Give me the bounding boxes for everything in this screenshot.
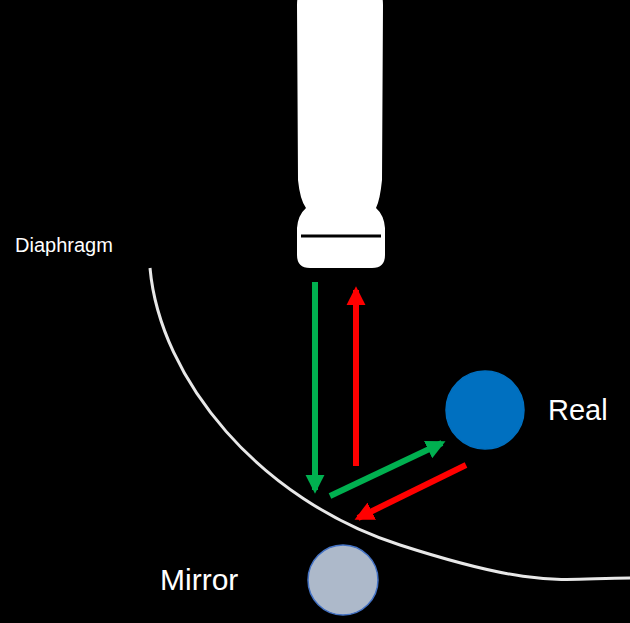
node-label: Real — [548, 394, 608, 427]
ultrasound-probe — [297, 0, 385, 268]
red-arrow — [358, 465, 466, 518]
circle-shape — [308, 545, 378, 615]
circle-node: Real — [440, 368, 630, 452]
circle-shape — [446, 371, 524, 449]
circle-node: Mirror — [160, 542, 382, 618]
diaphragm-line — [150, 268, 630, 579]
red-arrow — [353, 290, 359, 466]
node-label: Mirror — [160, 563, 238, 597]
structure-label: Diaphragm — [15, 234, 113, 257]
green-arrow — [312, 282, 318, 490]
probe-line — [301, 235, 381, 238]
